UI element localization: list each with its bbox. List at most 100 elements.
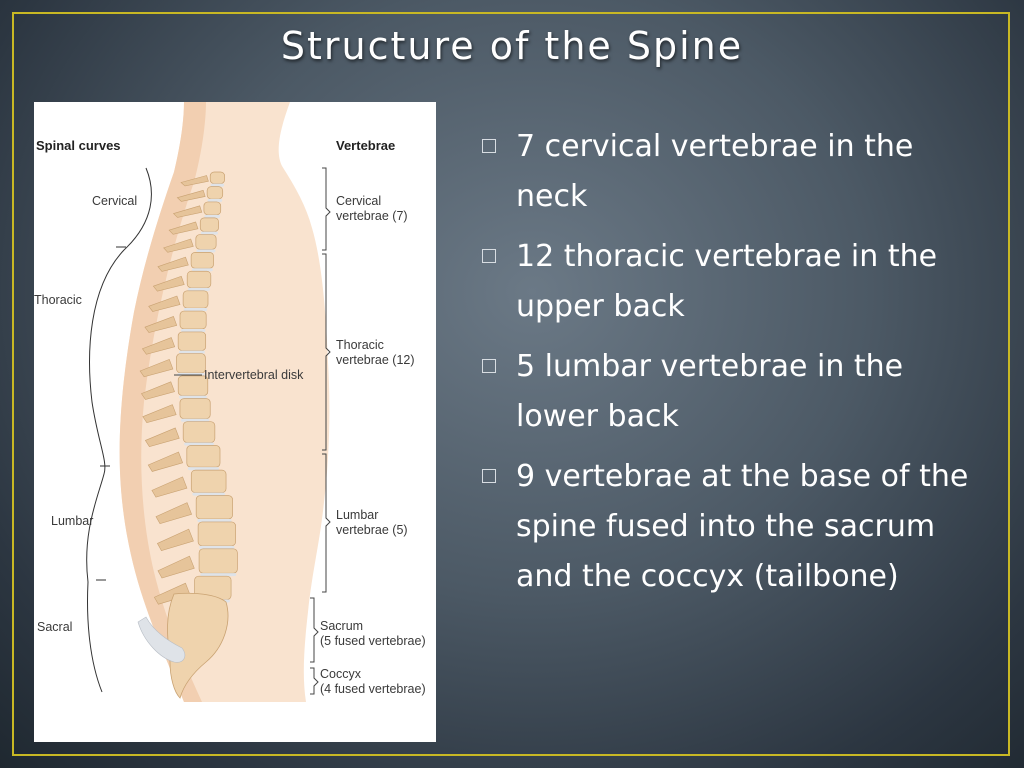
intervertebral-disk [210, 183, 225, 187]
intervertebral-disk [192, 492, 225, 496]
spinous-process [152, 275, 185, 292]
pelvis-outline [137, 616, 186, 663]
vertebra-body [177, 331, 207, 351]
vertebra-body [195, 234, 217, 250]
vertebra-body [190, 252, 214, 269]
intervertebral-disk [199, 545, 235, 549]
intervertebral-disk [180, 418, 210, 422]
bullet-text: 9 vertebrae at the base of the spine fus… [516, 459, 969, 594]
spinous-process [168, 221, 199, 235]
bracket-coccyx [310, 667, 319, 695]
vertebrae-label-cervical: Cervical vertebrae (7) [336, 194, 408, 224]
spinous-process [142, 404, 177, 424]
curve-label-sacral: Sacral [37, 620, 73, 634]
bullet-text: 5 lumbar vertebrae in the lower back [516, 349, 904, 434]
vertebrae-label-lumbar-name: Lumbar [336, 508, 379, 522]
bullet-list: 7 cervical vertebrae in the neck 12 thor… [482, 122, 992, 612]
vertebra-body [206, 186, 224, 200]
vertebrae-heading: Vertebrae [336, 138, 396, 153]
bracket-lumbar [322, 453, 331, 593]
vertebrae-label-coccyx-count: (4 fused vertebrae) [320, 682, 426, 696]
intervertebral-disk [207, 198, 223, 202]
intervertebral-disk [187, 287, 211, 291]
vertebrae-label-lumbar: Lumbar vertebrae (5) [336, 508, 408, 538]
intervertebral-disk [200, 573, 237, 577]
square-bullet-icon [482, 469, 496, 483]
vertebrae-label-lumbar-count: vertebrae (5) [336, 523, 408, 537]
bullet-item: 7 cervical vertebrae in the neck [482, 122, 992, 222]
vertebrae-label-sacrum-name: Sacrum [320, 619, 364, 633]
vertebrae-label-coccyx: Coccyx (4 fused vertebrae) [320, 667, 426, 697]
vertebrae-label-coccyx-name: Coccyx [320, 667, 361, 681]
bracket-sacrum [310, 597, 319, 663]
intervertebral-disk [179, 350, 205, 354]
intervertebral-disk [204, 214, 221, 218]
body-shadow [119, 102, 206, 702]
intervertebral-disk [197, 518, 232, 522]
spinous-process [157, 256, 189, 272]
spinous-process [155, 502, 193, 524]
vertebra-body [179, 398, 211, 420]
vertebra-body [176, 353, 206, 374]
vertebra-body [203, 201, 222, 216]
spinous-process [157, 555, 195, 579]
intervertebral-disk [191, 268, 213, 272]
square-bullet-icon [482, 359, 496, 373]
spinous-process [144, 427, 180, 448]
vertebra-body [182, 290, 209, 309]
bullet-item: 12 thoracic vertebrae in the upper back [482, 232, 992, 332]
vertebra-body [186, 270, 212, 289]
bullet-item: 9 vertebrae at the base of the spine fus… [482, 452, 992, 602]
vertebrae-label-cervical-count: vertebrae (7) [336, 209, 408, 223]
spinous-process [144, 316, 178, 333]
bullet-text: 12 thoracic vertebrae in the upper back [516, 239, 938, 324]
slide-title: Structure of the Spine [280, 24, 744, 68]
spinous-process [172, 205, 203, 218]
curve-label-lumbar: Lumbar [51, 514, 94, 528]
intervertebral-disk [179, 395, 207, 399]
slide-frame [12, 12, 1010, 756]
bracket-thoracic [322, 253, 331, 451]
spinal-curves-heading: Spinal curves [36, 138, 121, 153]
square-bullet-icon [482, 139, 496, 153]
spinous-process [176, 189, 206, 202]
spinous-process [153, 582, 191, 605]
vertebrae-label-thoracic-count: vertebrae (12) [336, 353, 415, 367]
vertebra-body [195, 495, 233, 520]
vertebra-body [198, 548, 238, 574]
vertebra-body [182, 421, 216, 443]
curve-label-cervical: Cervical [92, 194, 138, 208]
vertebrae-label-thoracic: Thoracic vertebrae (12) [336, 338, 415, 368]
spinous-process [180, 175, 209, 187]
vertebra-body [199, 217, 219, 232]
intervertebral-disk-label: Intervertebral disk [204, 368, 304, 382]
vertebra-body [186, 445, 221, 468]
bullet-item: 5 lumbar vertebrae in the lower back [482, 342, 992, 442]
spinous-process [156, 528, 194, 551]
spinous-process [147, 451, 184, 472]
vertebrae-label-thoracic-name: Thoracic [336, 338, 384, 352]
bullet-text: 7 cervical vertebrae in the neck [516, 129, 914, 214]
intervertebral-disk [180, 328, 206, 332]
vertebrae-label-sacrum-count: (5 fused vertebrae) [320, 634, 426, 648]
curve-indicator-line [86, 167, 152, 693]
vertebra-body [197, 521, 236, 547]
spinous-process [141, 337, 176, 355]
bracket-cervical [322, 167, 331, 251]
vertebra-body [209, 171, 225, 184]
curve-label-thoracic: Thoracic [34, 293, 82, 307]
intervertebral-disk [183, 308, 208, 312]
intervertebral-disk [200, 231, 218, 235]
vertebra-body [190, 469, 227, 493]
intervertebral-disk [187, 467, 219, 471]
square-bullet-icon [482, 249, 496, 263]
spinous-process [140, 381, 175, 400]
vertebra-body [179, 310, 207, 330]
vertebrae-label-sacrum: Sacrum (5 fused vertebrae) [320, 619, 426, 649]
spinous-process [148, 295, 181, 312]
spine-illustration [86, 102, 331, 702]
intervertebral-disk [184, 442, 214, 446]
spine-figure: Spinal curves Vertebrae Cervical Thoraci… [34, 102, 436, 742]
spinous-process [139, 358, 174, 378]
vertebral-column [137, 171, 238, 699]
